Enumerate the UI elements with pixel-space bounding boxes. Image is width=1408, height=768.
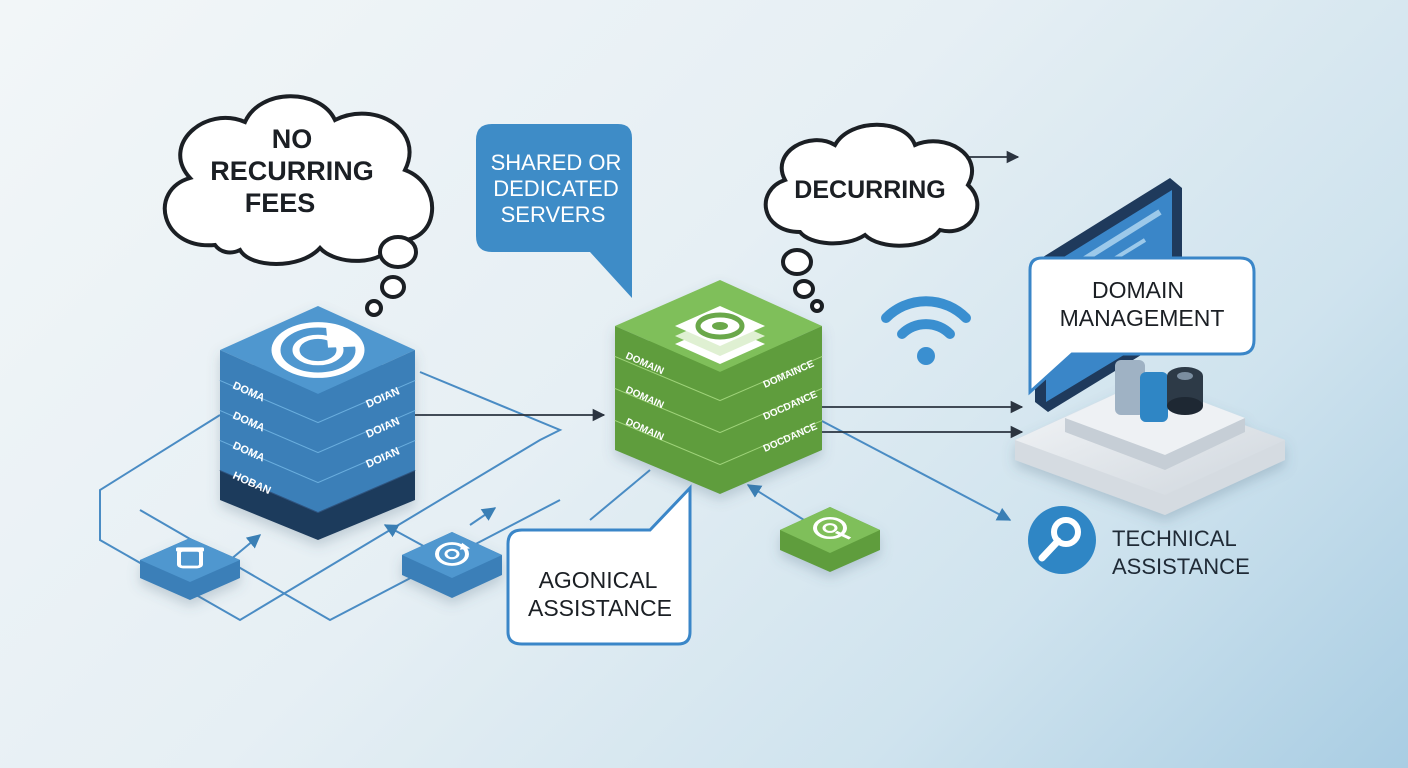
no-recurring-fees-cloud	[162, 94, 435, 317]
no-recurring-line3: FEES	[245, 188, 316, 218]
shared-servers-line2: DEDICATED	[493, 176, 619, 201]
search-icon	[1028, 506, 1096, 574]
blue-server-stack	[219, 306, 416, 540]
no-recurring-line1: NO	[272, 124, 313, 154]
domain-management-line1: DOMAIN	[1092, 277, 1184, 303]
green-tile	[780, 507, 880, 572]
decurring-cloud	[763, 122, 980, 313]
green-server-logo-icon	[675, 306, 765, 364]
technical-assistance-line2: ASSISTANCE	[1112, 554, 1250, 579]
domain-management-callout	[1028, 256, 1256, 396]
agonical-line2: ASSISTANCE	[528, 595, 672, 621]
technical-assistance-line1: TECHNICAL	[1112, 526, 1237, 551]
shared-servers-callout	[476, 124, 632, 298]
shared-servers-line1: SHARED OR	[491, 150, 622, 175]
decurring-label: DECURRING	[794, 176, 945, 204]
no-recurring-line2: RECURRING	[210, 156, 374, 186]
agonical-assistance-callout	[506, 484, 692, 646]
hardware-gadgets	[1115, 360, 1203, 422]
blue-server-logo-icon	[271, 322, 365, 378]
wifi-icon	[881, 296, 971, 365]
agonical-line1: AGONICAL	[539, 567, 658, 593]
shared-servers-line3: SERVERS	[501, 202, 606, 227]
green-server-stack	[614, 280, 823, 494]
cup-icon	[176, 547, 204, 569]
workstation-platform	[1015, 380, 1285, 515]
refresh-icon	[435, 542, 470, 566]
domain-management-line2: MANAGEMENT	[1060, 305, 1225, 331]
target-icon	[813, 516, 852, 540]
blue-tile-left	[140, 538, 240, 600]
